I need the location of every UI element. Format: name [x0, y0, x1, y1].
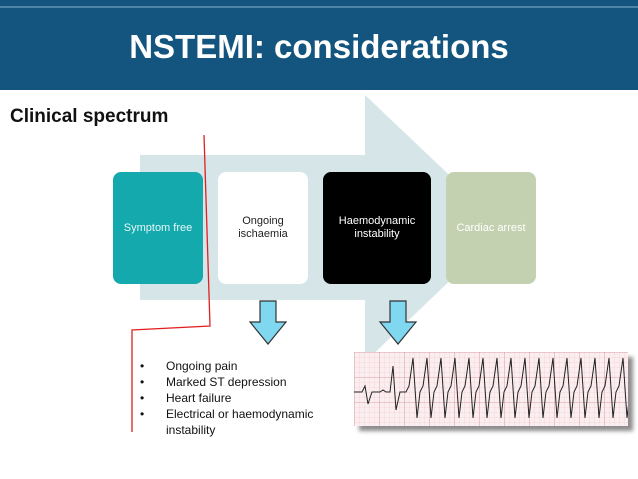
down-arrow-icon	[378, 300, 418, 345]
stage-label: Haemodynamic instability	[338, 215, 416, 240]
down-arrow-icon	[248, 300, 288, 345]
stage-label: Ongoing ischaemia	[238, 215, 288, 240]
title-bar: NSTEMI: considerations	[0, 0, 638, 90]
background-arrow-shape	[140, 95, 505, 362]
stage-box-ongoing-ischaemia: Ongoing ischaemia	[218, 172, 308, 284]
consideration-list: Ongoing pain Marked ST depression Heart …	[140, 358, 360, 438]
section-heading: Clinical spectrum	[10, 106, 169, 127]
stage-box-cardiac-arrest: Cardiac arrest	[446, 172, 536, 284]
list-item: Marked ST depression	[140, 374, 360, 390]
stage-box-haemodynamic-instability: Haemodynamic instability	[323, 172, 431, 284]
list-item: Ongoing pain	[140, 358, 360, 374]
stage-box-symptom-free: Symptom free	[113, 172, 203, 284]
header-accent-line	[0, 6, 638, 8]
stage-label: Symptom free	[123, 221, 193, 234]
list-item: Electrical or haemodynamic instability	[140, 406, 360, 438]
ecg-strip-image	[354, 352, 628, 426]
red-divider-line	[131, 134, 211, 432]
stage-label: Cardiac arrest	[456, 221, 526, 234]
slide-title: NSTEMI: considerations	[129, 28, 509, 65]
ecg-trace	[354, 357, 628, 419]
list-item: Heart failure	[140, 390, 360, 406]
